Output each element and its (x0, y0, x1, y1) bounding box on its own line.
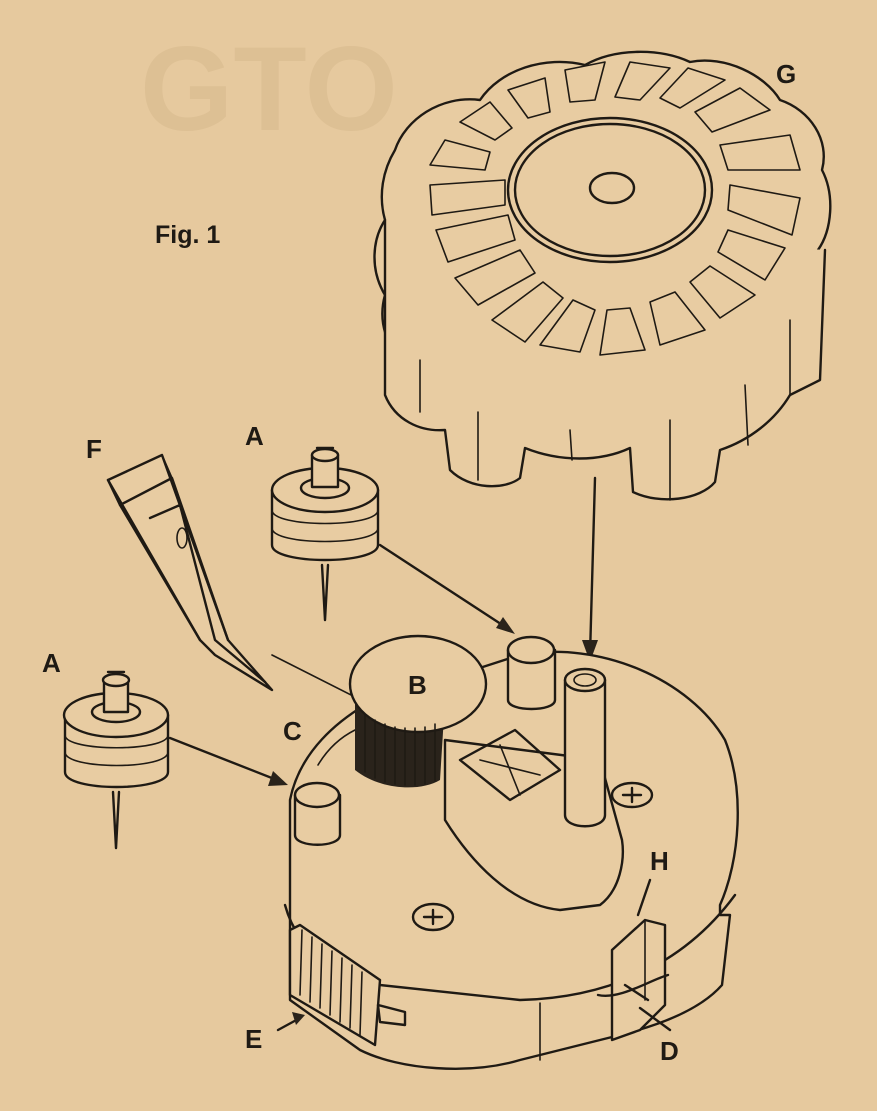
label-d: D (660, 1036, 679, 1066)
arrow-a-top (378, 543, 512, 632)
arrow-g-to-post (588, 476, 597, 657)
label-a-top: A (245, 421, 264, 451)
leader-h (636, 878, 652, 917)
spool-a-top (270, 446, 380, 622)
svg-text:GTO: GTO (140, 22, 398, 156)
label-b: B (408, 670, 427, 700)
label-e: E (245, 1024, 262, 1054)
label-a-left: A (42, 648, 61, 678)
arrow-head-icon (582, 640, 598, 662)
label-g: G (776, 59, 796, 89)
arrow-head-icon (292, 1012, 305, 1025)
label-h: H (650, 846, 669, 876)
knob-cap-g (373, 50, 832, 501)
spool-a-left (62, 670, 170, 850)
arrow-a-left (168, 736, 284, 784)
leader-d (638, 1006, 672, 1032)
label-c: C (283, 716, 302, 746)
figure-title: Fig. 1 (155, 221, 220, 249)
arrow-head-icon (496, 617, 515, 634)
label-f: F (86, 434, 102, 464)
arrow-head-icon (268, 771, 288, 786)
base-assembly (283, 634, 739, 1070)
blade-cartridge-f (106, 453, 274, 692)
